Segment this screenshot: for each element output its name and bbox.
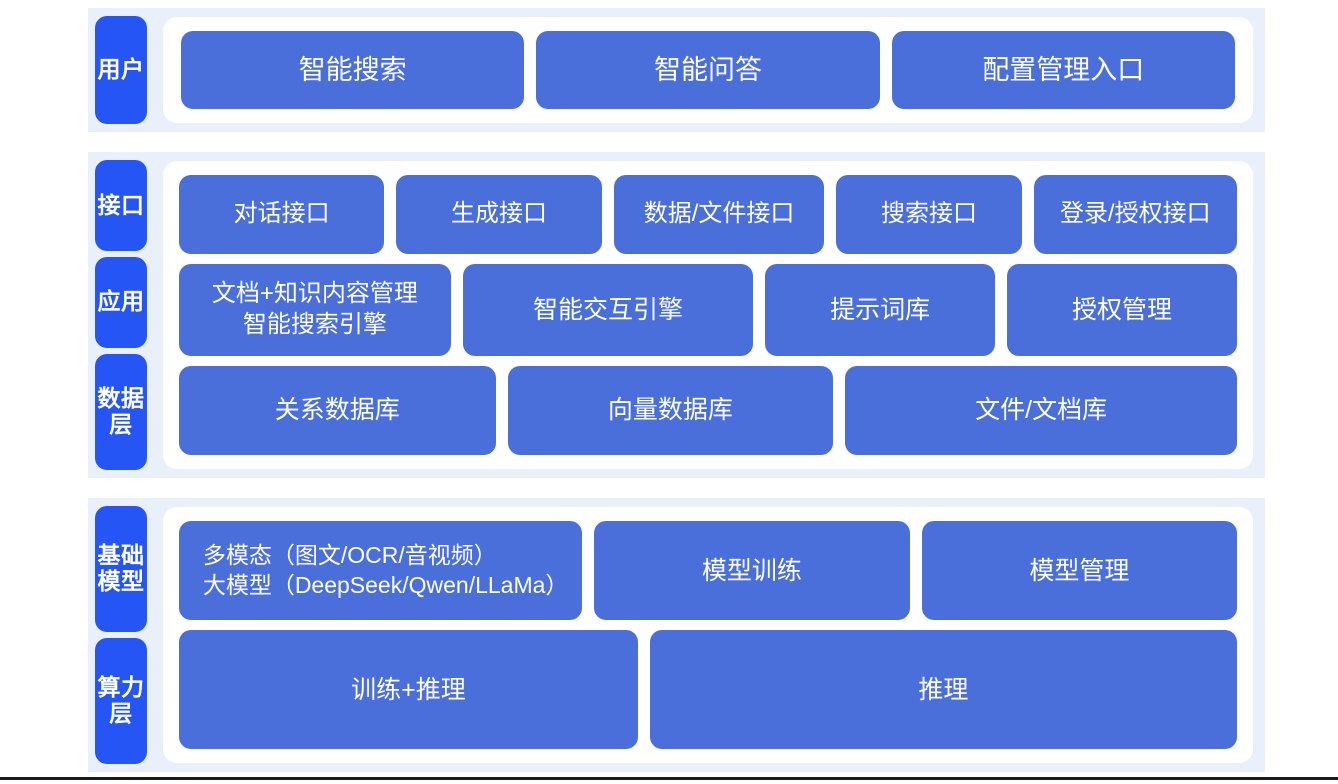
node-auth-management[interactable]: 授权管理 bbox=[1007, 264, 1237, 356]
tier-label-application[interactable]: 应用 bbox=[95, 256, 147, 348]
bottom-divider bbox=[0, 777, 1338, 780]
node-interactive-engine[interactable]: 智能交互引擎 bbox=[462, 264, 754, 356]
node-smart-search[interactable]: 智能搜索 bbox=[181, 31, 525, 109]
row-model: 多模态（图文/OCR/音视频） 大模型（DeepSeek/Qwen/LLaMa）… bbox=[179, 521, 1238, 621]
panel-infrastructure: 多模态（图文/OCR/音视频） 大模型（DeepSeek/Qwen/LLaMa）… bbox=[163, 507, 1253, 763]
tier-label-user[interactable]: 用户 bbox=[95, 16, 147, 124]
node-file-doc-db[interactable]: 文件/文档库 bbox=[845, 365, 1237, 455]
node-generate-api[interactable]: 生成接口 bbox=[396, 175, 602, 255]
row-user: 智能搜索 智能问答 配置管理入口 bbox=[181, 31, 1235, 109]
node-vector-db[interactable]: 向量数据库 bbox=[507, 365, 834, 455]
row-interface: 对话接口 生成接口 数据/文件接口 搜索接口 登录/授权接口 bbox=[179, 175, 1238, 255]
node-config-entry[interactable]: 配置管理入口 bbox=[891, 31, 1235, 109]
row-data: 关系数据库 向量数据库 文件/文档库 bbox=[179, 365, 1237, 455]
panel-user: 智能搜索 智能问答 配置管理入口 bbox=[163, 17, 1253, 123]
panel-application: 对话接口 生成接口 数据/文件接口 搜索接口 登录/授权接口 文档+知识内容管理… bbox=[163, 161, 1253, 469]
node-login-auth-api[interactable]: 登录/授权接口 bbox=[1033, 175, 1238, 255]
node-model-management[interactable]: 模型管理 bbox=[921, 521, 1238, 621]
node-search-api[interactable]: 搜索接口 bbox=[836, 175, 1022, 255]
tier-label-interface[interactable]: 接口 bbox=[95, 160, 147, 251]
section-application: 接口 应用 数据层 对话接口 生成接口 数据/文件接口 搜索接口 登录/授权接口… bbox=[88, 152, 1265, 478]
tier-label-foundation-model[interactable]: 基础模型 bbox=[95, 506, 147, 632]
node-doc-knowledge[interactable]: 文档+知识内容管理 智能搜索引擎 bbox=[179, 264, 451, 356]
node-inference[interactable]: 推理 bbox=[649, 630, 1237, 749]
row-compute: 训练+推理 推理 bbox=[179, 630, 1237, 749]
node-smart-qa[interactable]: 智能问答 bbox=[536, 31, 880, 109]
tier-label-column-user: 用户 bbox=[88, 8, 154, 132]
node-multimodal-llm[interactable]: 多模态（图文/OCR/音视频） 大模型（DeepSeek/Qwen/LLaMa） bbox=[179, 521, 583, 621]
tier-label-compute[interactable]: 算力层 bbox=[95, 638, 147, 764]
tier-label-column-infrastructure: 基础模型 算力层 bbox=[88, 498, 154, 772]
node-chat-api[interactable]: 对话接口 bbox=[179, 175, 385, 255]
tier-label-data[interactable]: 数据层 bbox=[95, 353, 147, 470]
node-model-training[interactable]: 模型训练 bbox=[594, 521, 910, 621]
node-train-inference[interactable]: 训练+推理 bbox=[179, 630, 638, 749]
node-prompt-library[interactable]: 提示词库 bbox=[765, 264, 996, 356]
section-user: 用户 智能搜索 智能问答 配置管理入口 bbox=[88, 8, 1265, 132]
row-application: 文档+知识内容管理 智能搜索引擎 智能交互引擎 提示词库 授权管理 bbox=[179, 264, 1237, 356]
node-relational-db[interactable]: 关系数据库 bbox=[179, 365, 496, 455]
node-data-file-api[interactable]: 数据/文件接口 bbox=[613, 175, 825, 255]
tier-label-column-application: 接口 应用 数据层 bbox=[88, 152, 154, 478]
section-infrastructure: 基础模型 算力层 多模态（图文/OCR/音视频） 大模型（DeepSeek/Qw… bbox=[88, 498, 1265, 772]
